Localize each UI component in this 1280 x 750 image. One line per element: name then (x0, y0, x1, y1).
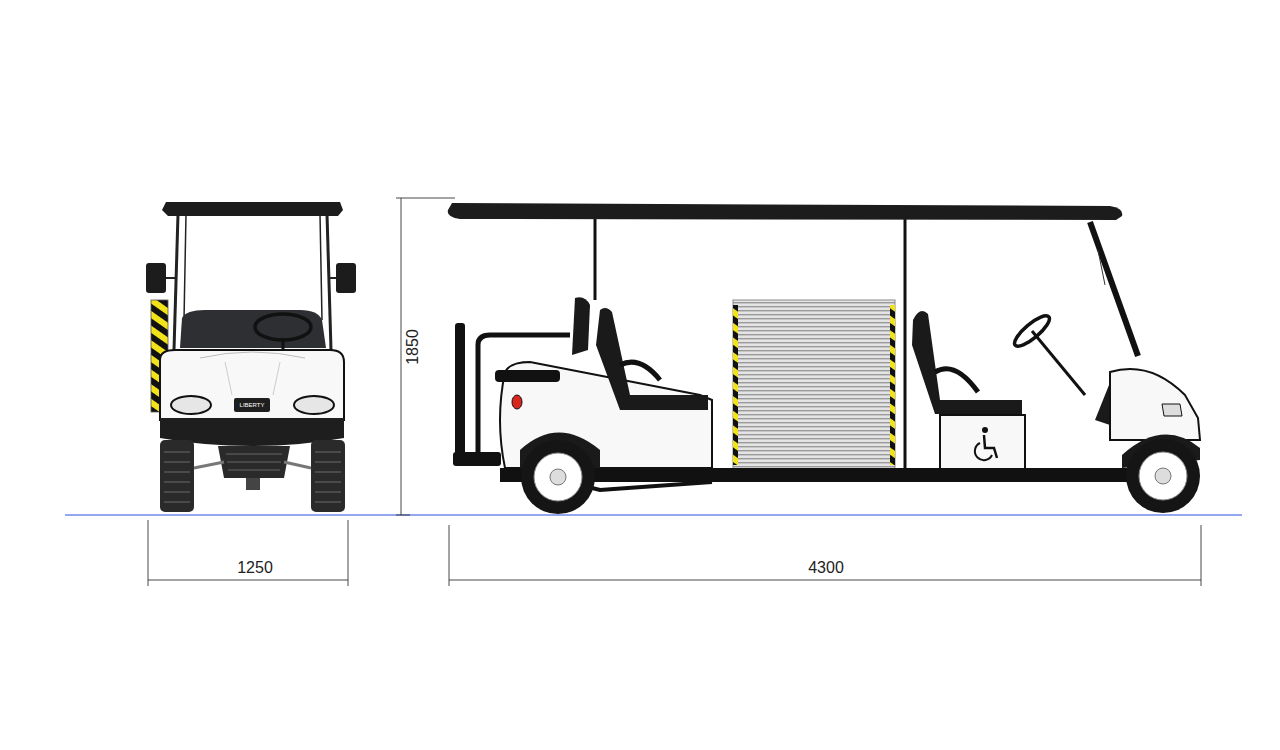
roof-post (320, 214, 322, 320)
symbol-head (982, 427, 988, 433)
extension-line (396, 198, 455, 199)
front-tire (311, 440, 345, 512)
windshield-edge (1098, 250, 1105, 285)
extension-line (396, 515, 410, 516)
chassis (500, 468, 1140, 482)
rear-wheel (521, 440, 595, 514)
brand-badge-text: LIBERTY (240, 402, 265, 408)
symbol-wheel (975, 443, 992, 460)
extension-line (348, 520, 349, 586)
mirror (146, 263, 166, 293)
front-seat-base (940, 415, 1025, 470)
hood-line (225, 362, 280, 395)
roof-post (184, 214, 186, 320)
seat-arm (620, 362, 660, 380)
dimension-lines (148, 198, 1201, 586)
headlight (171, 396, 211, 414)
hub-cap (550, 469, 566, 485)
seat-back (180, 310, 326, 348)
roof-post (174, 214, 178, 350)
front-hub (1139, 452, 1187, 500)
mirror (336, 263, 356, 293)
front-seat (912, 311, 1022, 414)
suspension (194, 462, 311, 468)
roof (448, 203, 1123, 220)
extension-line (148, 520, 149, 586)
hub-cap (1155, 468, 1171, 484)
rear-seat-back (572, 297, 590, 355)
mirror-arm (329, 277, 336, 279)
roof (162, 202, 343, 216)
ramp-hazard-edge (890, 305, 895, 465)
grille-slat (226, 454, 282, 470)
tow-hitch (246, 478, 260, 490)
ground-line (65, 515, 1242, 516)
headlight (294, 396, 334, 414)
roof-post (594, 215, 597, 300)
tail-light (512, 395, 522, 409)
seat (596, 308, 708, 410)
dimension-label: 4300 (808, 560, 844, 576)
hood-line (200, 352, 305, 358)
width-dimension (148, 580, 348, 581)
front-nose (1110, 369, 1200, 440)
wheelchair-ramp (733, 300, 895, 470)
dimension-label: 1850 (405, 329, 421, 365)
extension-line (449, 525, 450, 586)
grab-bar (455, 323, 465, 458)
rear-hub (534, 453, 582, 501)
roof-post (904, 218, 907, 470)
ground-glow (65, 513, 1242, 517)
grille (218, 446, 290, 478)
extension-line (1201, 525, 1202, 586)
dimension-label: 1250 (237, 560, 273, 576)
windshield-post (1090, 222, 1138, 356)
brand-badge-plate (234, 398, 270, 412)
wheelchair-symbol (975, 427, 997, 460)
symbol-body (984, 435, 997, 458)
rear-armrest (495, 370, 560, 382)
front-wheel (1126, 439, 1200, 513)
length-dimension (449, 580, 1201, 581)
seat-arm (935, 369, 978, 392)
front-tire (160, 440, 194, 512)
front-body (160, 350, 344, 420)
roof-post (327, 214, 331, 350)
height-dimension (401, 198, 402, 515)
ramp-hazard-edge (733, 305, 738, 465)
steering-column (1032, 331, 1085, 395)
steering-wheel (255, 314, 311, 340)
headlight (1162, 404, 1182, 416)
mirror-arm (166, 277, 176, 279)
